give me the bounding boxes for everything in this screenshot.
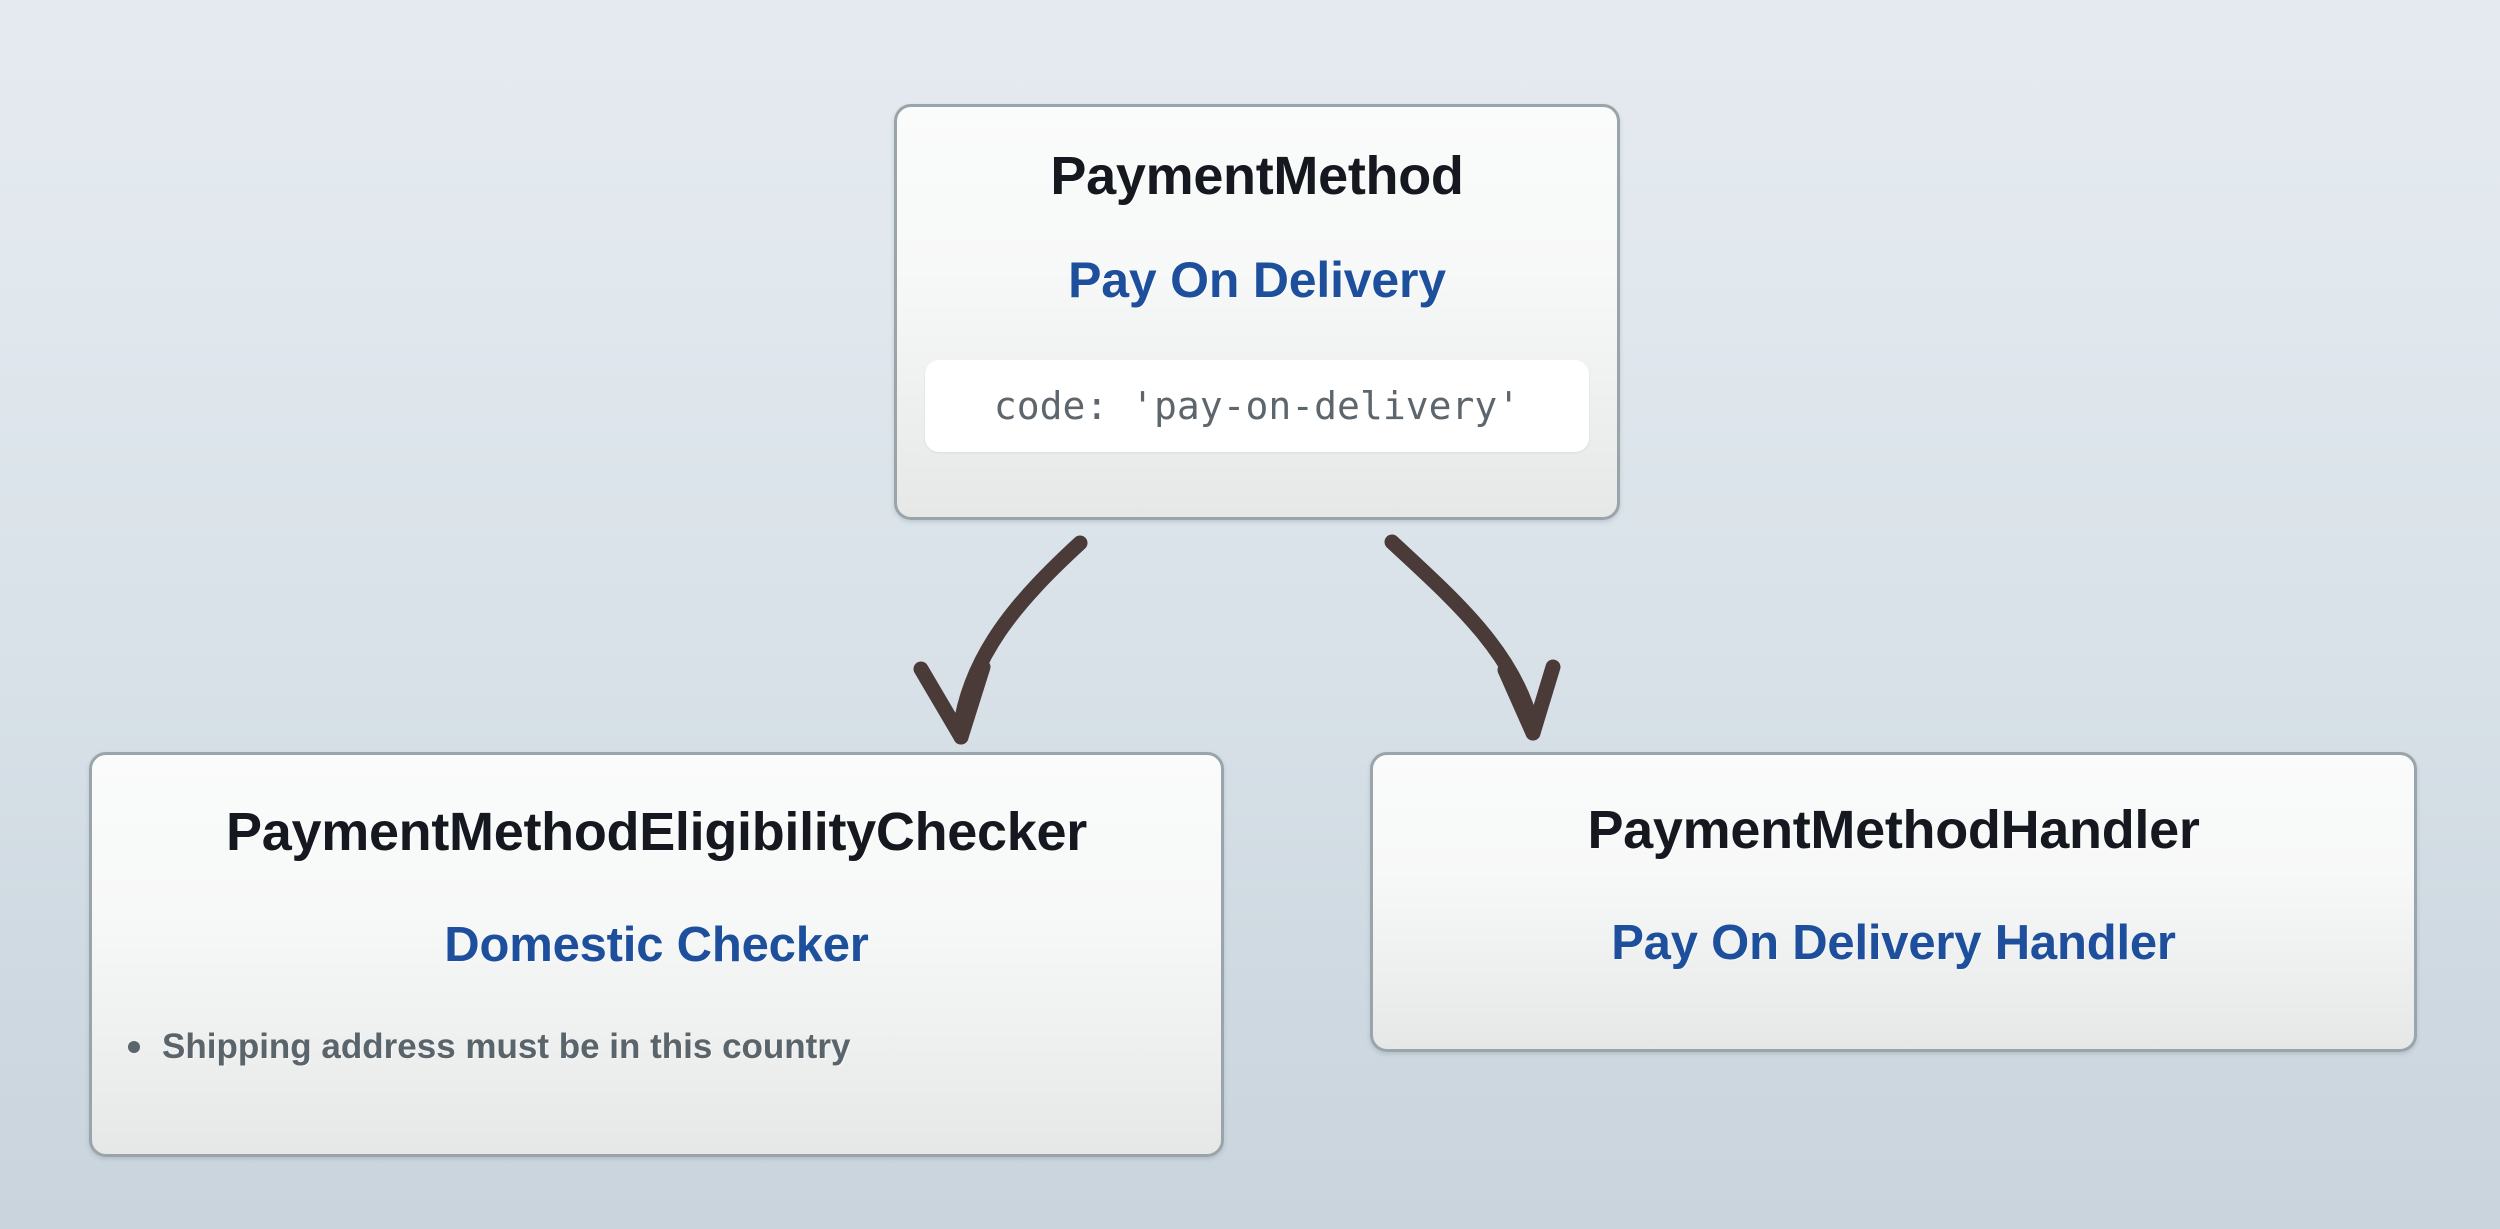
list-item: Shipping address must be in this country xyxy=(128,1027,1221,1067)
node-eligibility-checker-subtitle: Domestic Checker xyxy=(444,917,869,972)
node-payment-method-title: PaymentMethod xyxy=(1050,146,1464,206)
edge-to-payment-handler-arrow xyxy=(1384,534,1561,741)
node-payment-method[interactable]: PaymentMethod Pay On Delivery code: 'pay… xyxy=(894,104,1620,520)
edge-to-eligibility-checker-arrow xyxy=(913,535,1088,745)
node-eligibility-checker-title: PaymentMethodEligibilityChecker xyxy=(226,802,1087,862)
node-payment-method-handler[interactable]: PaymentMethodHandler Pay On Delivery Han… xyxy=(1370,752,2417,1052)
eligibility-criteria-list: Shipping address must be in this country xyxy=(92,1027,1221,1067)
eligibility-criteria-text: Shipping address must be in this country xyxy=(162,1026,851,1066)
bullet-dot-icon xyxy=(128,1040,140,1053)
node-payment-method-eligibility-checker[interactable]: PaymentMethodEligibilityChecker Domestic… xyxy=(89,752,1224,1157)
node-payment-handler-subtitle: Pay On Delivery Handler xyxy=(1611,915,2176,970)
node-payment-method-subtitle: Pay On Delivery xyxy=(1068,251,1446,308)
node-payment-handler-title: PaymentMethodHandler xyxy=(1587,800,2200,860)
node-payment-method-code-pill: code: 'pay-on-delivery' xyxy=(925,359,1589,452)
